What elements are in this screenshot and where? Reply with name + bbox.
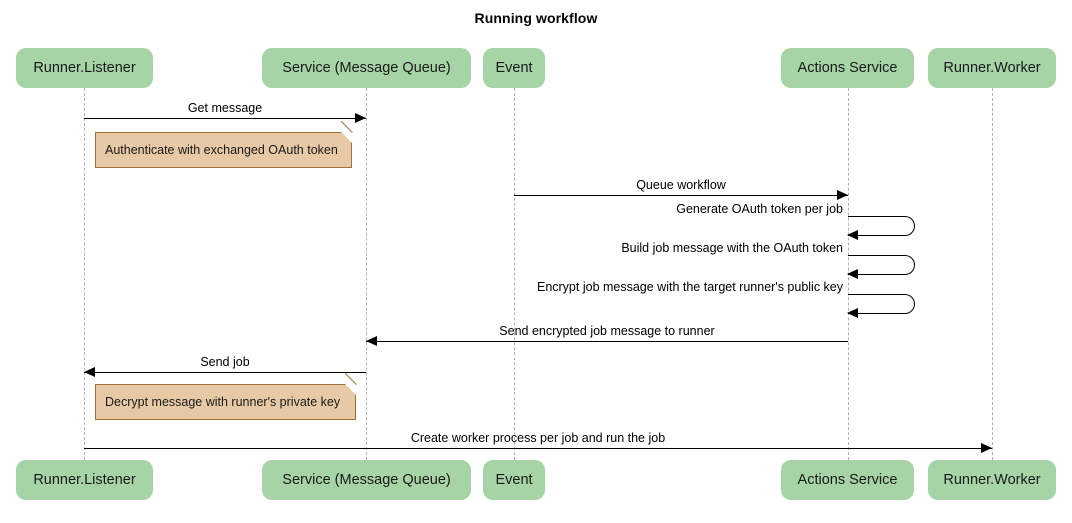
participant-actions-service-bottom[interactable]: Actions Service (781, 460, 914, 500)
message-label-encrypt-job-message-with-the-target-runners-public-key: Encrypt job message with the target runn… (536, 280, 843, 294)
arrow-head-left-icon (847, 308, 858, 318)
participant-event-top[interactable]: Event (483, 48, 545, 88)
arrow-head-right-icon (837, 190, 848, 200)
lifeline-runner-worker (992, 88, 993, 460)
participant-label: Actions Service (797, 60, 898, 76)
message-label-queue-workflow: Queue workflow (636, 178, 726, 192)
participant-label: Service (Message Queue) (282, 472, 451, 488)
participant-label: Event (495, 60, 533, 76)
participant-event-bottom[interactable]: Event (483, 460, 545, 500)
arrow-head-right-icon (355, 113, 366, 123)
participant-runner-worker-top[interactable]: Runner.Worker (928, 48, 1056, 88)
note-fold-corner-icon (345, 384, 356, 395)
arrow-head-left-icon (847, 269, 858, 279)
self-message-build-job-message-with-the-oauth-token (848, 255, 915, 275)
message-line-send-encrypted-job-message-to-runner (366, 341, 848, 342)
participant-runner-worker-bottom[interactable]: Runner.Worker (928, 460, 1056, 500)
participant-label: Runner.Worker (943, 60, 1041, 76)
participant-label: Runner.Worker (943, 472, 1041, 488)
message-line-create-worker-process-per-job-and-run-the-job (84, 448, 992, 449)
note-fold-edge-icon (344, 373, 356, 385)
participant-label: Event (495, 472, 533, 488)
note-fold-edge-icon (340, 121, 352, 133)
participant-service-message-queue-top[interactable]: Service (Message Queue) (262, 48, 471, 88)
arrow-head-left-icon (83, 367, 95, 377)
arrow-head-left-icon (847, 230, 858, 240)
participant-label: Runner.Listener (33, 60, 136, 76)
message-label-build-job-message-with-the-oauth-token: Build job message with the OAuth token (621, 241, 843, 255)
note-decrypt-message-with-runners-private-key: Decrypt message with runner's private ke… (95, 373, 356, 420)
participant-actions-service-top[interactable]: Actions Service (781, 48, 914, 88)
message-line-get-message (84, 118, 366, 119)
participant-runner-listener-top[interactable]: Runner.Listener (16, 48, 153, 88)
note-authenticate-with-exchanged-oauth-token: Authenticate with exchanged OAuth token (95, 121, 352, 168)
participant-label: Actions Service (797, 472, 898, 488)
message-label-create-worker-process-per-job-and-run-the-job: Create worker process per job and run th… (410, 431, 666, 445)
message-label-send-job: Send job (200, 355, 250, 369)
message-line-send-job (84, 372, 366, 373)
note-fold-corner-icon (341, 132, 352, 143)
note-text: Authenticate with exchanged OAuth token (105, 143, 338, 157)
note-text: Decrypt message with runner's private ke… (105, 395, 341, 409)
self-message-generate-oauth-token-per-job (848, 216, 915, 236)
message-label-send-encrypted-job-message-to-runner: Send encrypted job message to runner (499, 324, 715, 338)
arrow-head-left-icon (365, 336, 377, 346)
message-label-get-message: Get message (187, 101, 263, 115)
message-line-queue-workflow (514, 195, 848, 196)
participant-service-message-queue-bottom[interactable]: Service (Message Queue) (262, 460, 471, 500)
message-label-generate-oauth-token-per-job: Generate OAuth token per job (676, 202, 843, 216)
arrow-head-right-icon (981, 443, 992, 453)
participant-label: Runner.Listener (33, 472, 136, 488)
self-message-encrypt-job-message-with-the-target-runners-public-key (848, 294, 915, 314)
participant-runner-listener-bottom[interactable]: Runner.Listener (16, 460, 153, 500)
lifeline-service-message-queue (366, 88, 367, 460)
lifeline-runner-listener (84, 88, 85, 460)
participant-label: Service (Message Queue) (282, 60, 451, 76)
lifeline-event (514, 88, 515, 460)
page-title: Running workflow (474, 10, 598, 26)
